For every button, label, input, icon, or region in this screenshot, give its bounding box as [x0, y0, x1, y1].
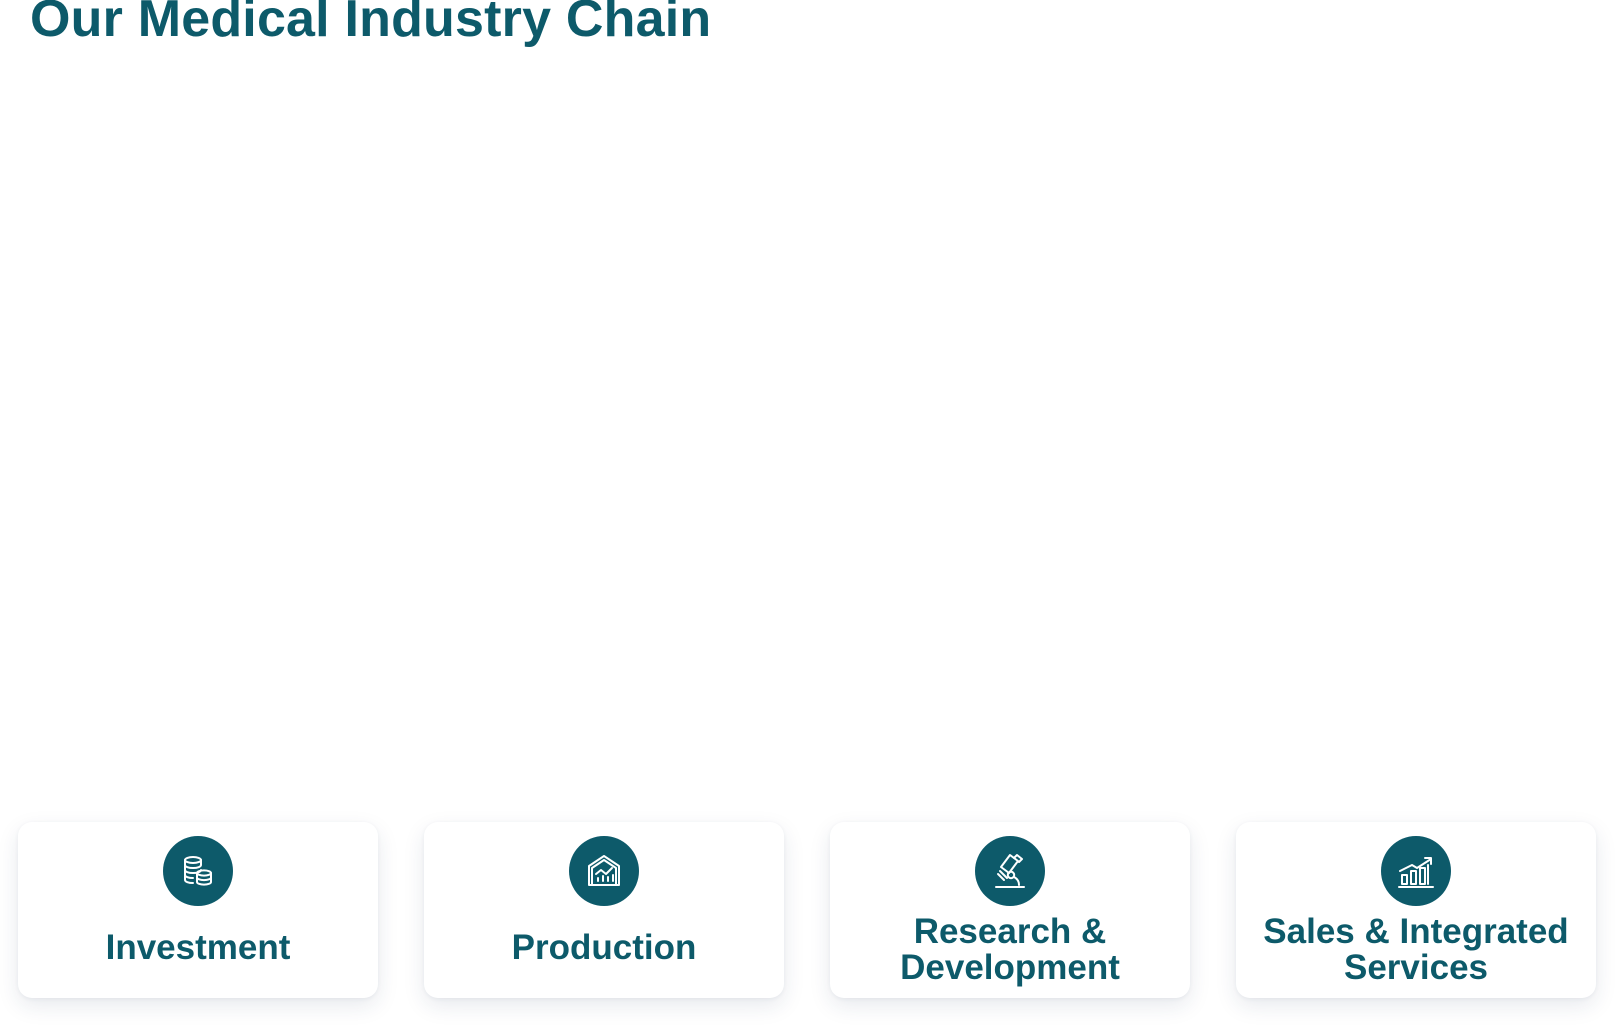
microscope-icon: [975, 836, 1045, 906]
factory-chart-icon: [569, 836, 639, 906]
coins-icon: [163, 836, 233, 906]
card-label: Research &Development: [900, 912, 1120, 987]
card-investment[interactable]: Investment: [18, 822, 378, 998]
card-label: Investment: [105, 928, 291, 967]
card-research-development[interactable]: Research &Development: [830, 822, 1190, 998]
growth-chart-icon: [1381, 836, 1451, 906]
page-title: Our Medical Industry Chain: [30, 0, 712, 48]
card-label: Production: [511, 928, 697, 967]
industry-chain-cards: Investment Production: [18, 822, 1600, 998]
card-production[interactable]: Production: [424, 822, 784, 998]
